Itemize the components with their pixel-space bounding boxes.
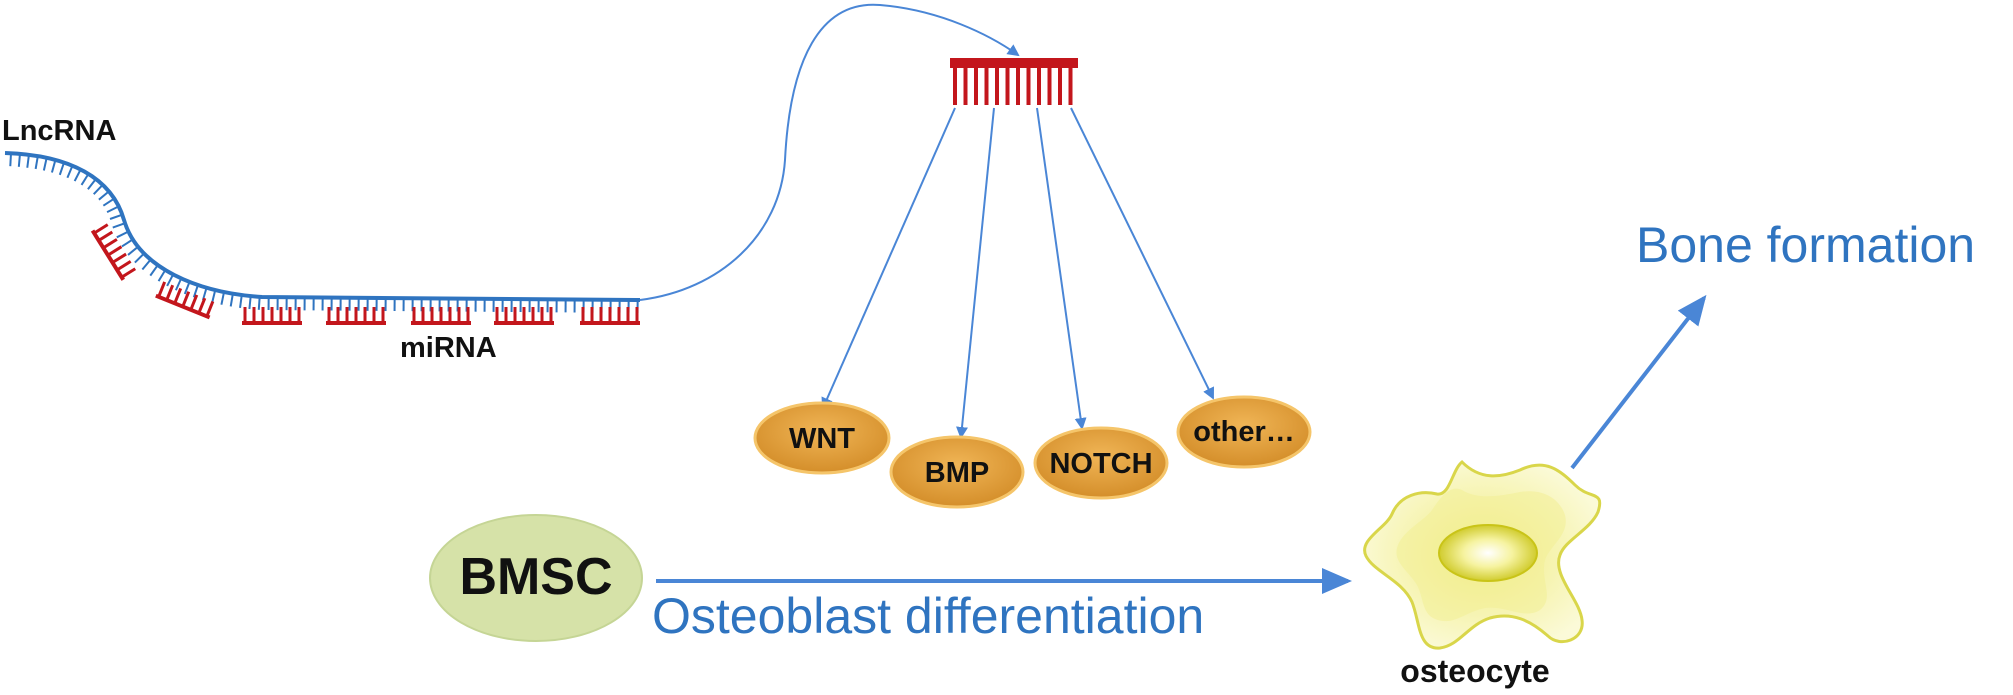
rna-base-tick [166, 273, 175, 287]
rna-base-tick [87, 178, 97, 190]
lncrna-label: LncRNA [2, 115, 116, 147]
arrow-to-wnt [821, 107, 956, 410]
arrow-to-notch [1036, 107, 1087, 430]
rna-base-tick [17, 153, 21, 167]
rna-base-tick [121, 238, 134, 248]
bound-mirna [90, 223, 137, 281]
bound-mirna [326, 307, 386, 325]
lncrna-bases [9, 153, 639, 313]
pathway-bmp: BMP [889, 435, 1025, 509]
bound-mirna [494, 307, 554, 325]
arrow-to-bmp [956, 107, 995, 439]
bound-mirna [155, 281, 215, 320]
rna-base-tick [141, 258, 152, 271]
bound-mirna [242, 307, 302, 325]
rna-base-tick [134, 252, 145, 264]
osteocyte-cell [1363, 459, 1602, 650]
rna-base-tick [26, 154, 30, 168]
bone-formation-arrow [1570, 294, 1707, 470]
bmsc-cell: BMSC [429, 514, 643, 642]
rna-base-tick [9, 153, 12, 167]
rna-base-tick [149, 264, 159, 277]
pathway-notch-label: NOTCH [1049, 448, 1152, 480]
free-mirna [950, 58, 1078, 105]
rna-base-tick [112, 222, 126, 229]
mirna-bound-group [90, 223, 640, 325]
pathway-wnt: WNT [753, 401, 891, 475]
lncrna-to-mirna-connector [639, 3, 1020, 301]
rna-base-tick [58, 162, 65, 176]
rna-base-tick [66, 165, 74, 179]
rna-base-tick [183, 281, 191, 295]
pathway-other: other… [1176, 395, 1312, 469]
osteoblast-differentiation-label: Osteoblast differentiation [652, 588, 1204, 644]
lncrna-strand [4, 151, 641, 302]
rna-base-tick [257, 296, 261, 310]
mirna-label: miRNA [400, 332, 497, 364]
rna-base-tick [192, 284, 199, 298]
pathway-notch: NOTCH [1033, 426, 1169, 500]
rna-base-tick [239, 294, 243, 309]
pathway-bmp-label: BMP [925, 457, 989, 489]
bmsc-label: BMSC [459, 548, 612, 606]
rna-base-tick [73, 169, 82, 182]
rna-base-tick [34, 155, 39, 170]
osteocyte-label: osteocyte [1400, 653, 1549, 689]
rna-base-tick [174, 277, 183, 291]
rna-base-tick [157, 269, 167, 282]
rna-base-tick [98, 190, 110, 201]
pathway-wnt-label: WNT [789, 423, 855, 455]
bound-mirna [580, 307, 640, 325]
rna-base-tick [220, 291, 226, 305]
arrow-to-other [1070, 107, 1214, 400]
rna-base-tick [106, 205, 120, 214]
rna-base-tick [211, 289, 217, 303]
rna-base-tick [102, 197, 115, 207]
rna-base-tick [248, 295, 252, 310]
rna-base-tick [229, 293, 234, 307]
pathway-other-label: other… [1193, 416, 1295, 448]
rna-base-tick [50, 159, 57, 173]
osteocyte-nucleus [1438, 524, 1538, 582]
rna-base-tick [109, 213, 123, 220]
rna-base-tick [92, 184, 104, 195]
rna-base-tick [127, 245, 139, 256]
rna-base-tick [80, 173, 90, 186]
rna-base-tick [42, 157, 48, 171]
bound-mirna [411, 307, 471, 325]
bone-formation-label: Bone formation [1636, 217, 1975, 273]
rna-base-tick [116, 230, 129, 239]
